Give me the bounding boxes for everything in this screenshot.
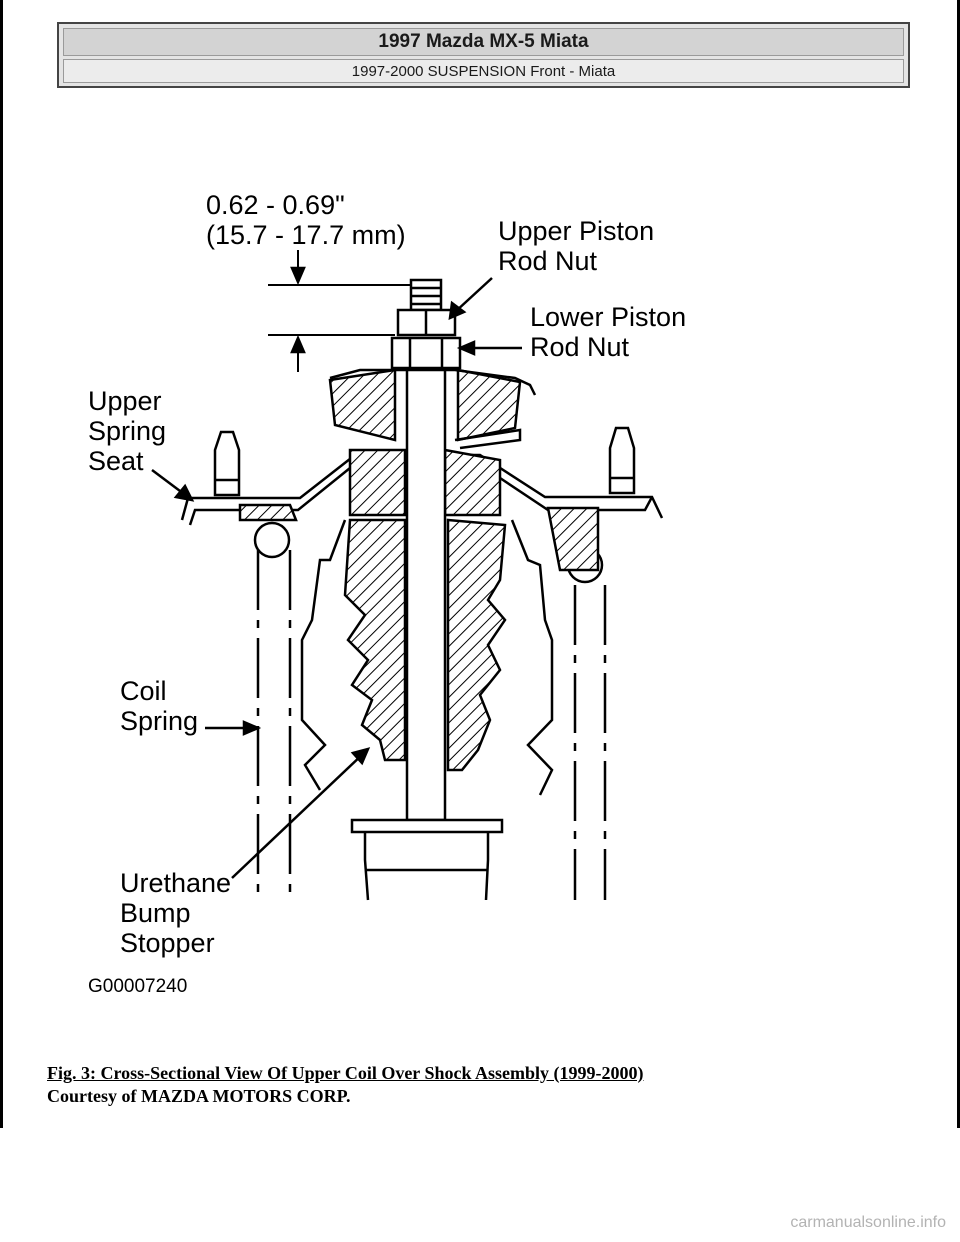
label-lower-piston-rod-nut-1: Lower Piston <box>530 302 686 332</box>
label-lower-piston-rod-nut-2: Rod Nut <box>530 332 630 362</box>
header-title: 1997 Mazda MX-5 Miata <box>63 28 904 56</box>
dimension-label-mm: (15.7 - 17.7 mm) <box>206 220 406 250</box>
label-upper-spring-seat-2: Spring <box>88 416 166 446</box>
figure-credit: Courtesy of MAZDA MOTORS CORP. <box>47 1086 351 1106</box>
label-upper-piston-rod-nut-1: Upper Piston <box>498 216 654 246</box>
label-upper-piston-rod-nut-2: Rod Nut <box>498 246 598 276</box>
page-frame-right <box>957 0 960 1128</box>
dimension-label-inches: 0.62 - 0.69" <box>206 190 345 220</box>
shock-assembly-diagram: 0.62 - 0.69" (15.7 - 17.7 mm) Upper Pist… <box>88 190 686 997</box>
page-frame-left <box>0 0 3 1128</box>
label-upper-spring-seat-3: Seat <box>88 446 144 476</box>
figure-code: G00007240 <box>88 976 187 997</box>
label-urethane-bump-stopper-1: Urethane <box>120 868 231 898</box>
label-coil-spring-2: Spring <box>120 706 198 736</box>
label-urethane-bump-stopper-2: Bump <box>120 898 191 928</box>
figure-title: Fig. 3: Cross-Sectional View Of Upper Co… <box>47 1063 644 1083</box>
figure-caption: Fig. 3: Cross-Sectional View Of Upper Co… <box>47 1062 644 1108</box>
shock-drawing <box>151 250 664 901</box>
label-urethane-bump-stopper-3: Stopper <box>120 928 215 958</box>
document-header: 1997 Mazda MX-5 Miata 1997-2000 SUSPENSI… <box>57 22 910 88</box>
watermark: carmanualsonline.info <box>790 1214 946 1231</box>
label-upper-spring-seat-1: Upper <box>88 386 162 416</box>
label-coil-spring-1: Coil <box>120 676 167 706</box>
header-subtitle: 1997-2000 SUSPENSION Front - Miata <box>63 59 904 83</box>
